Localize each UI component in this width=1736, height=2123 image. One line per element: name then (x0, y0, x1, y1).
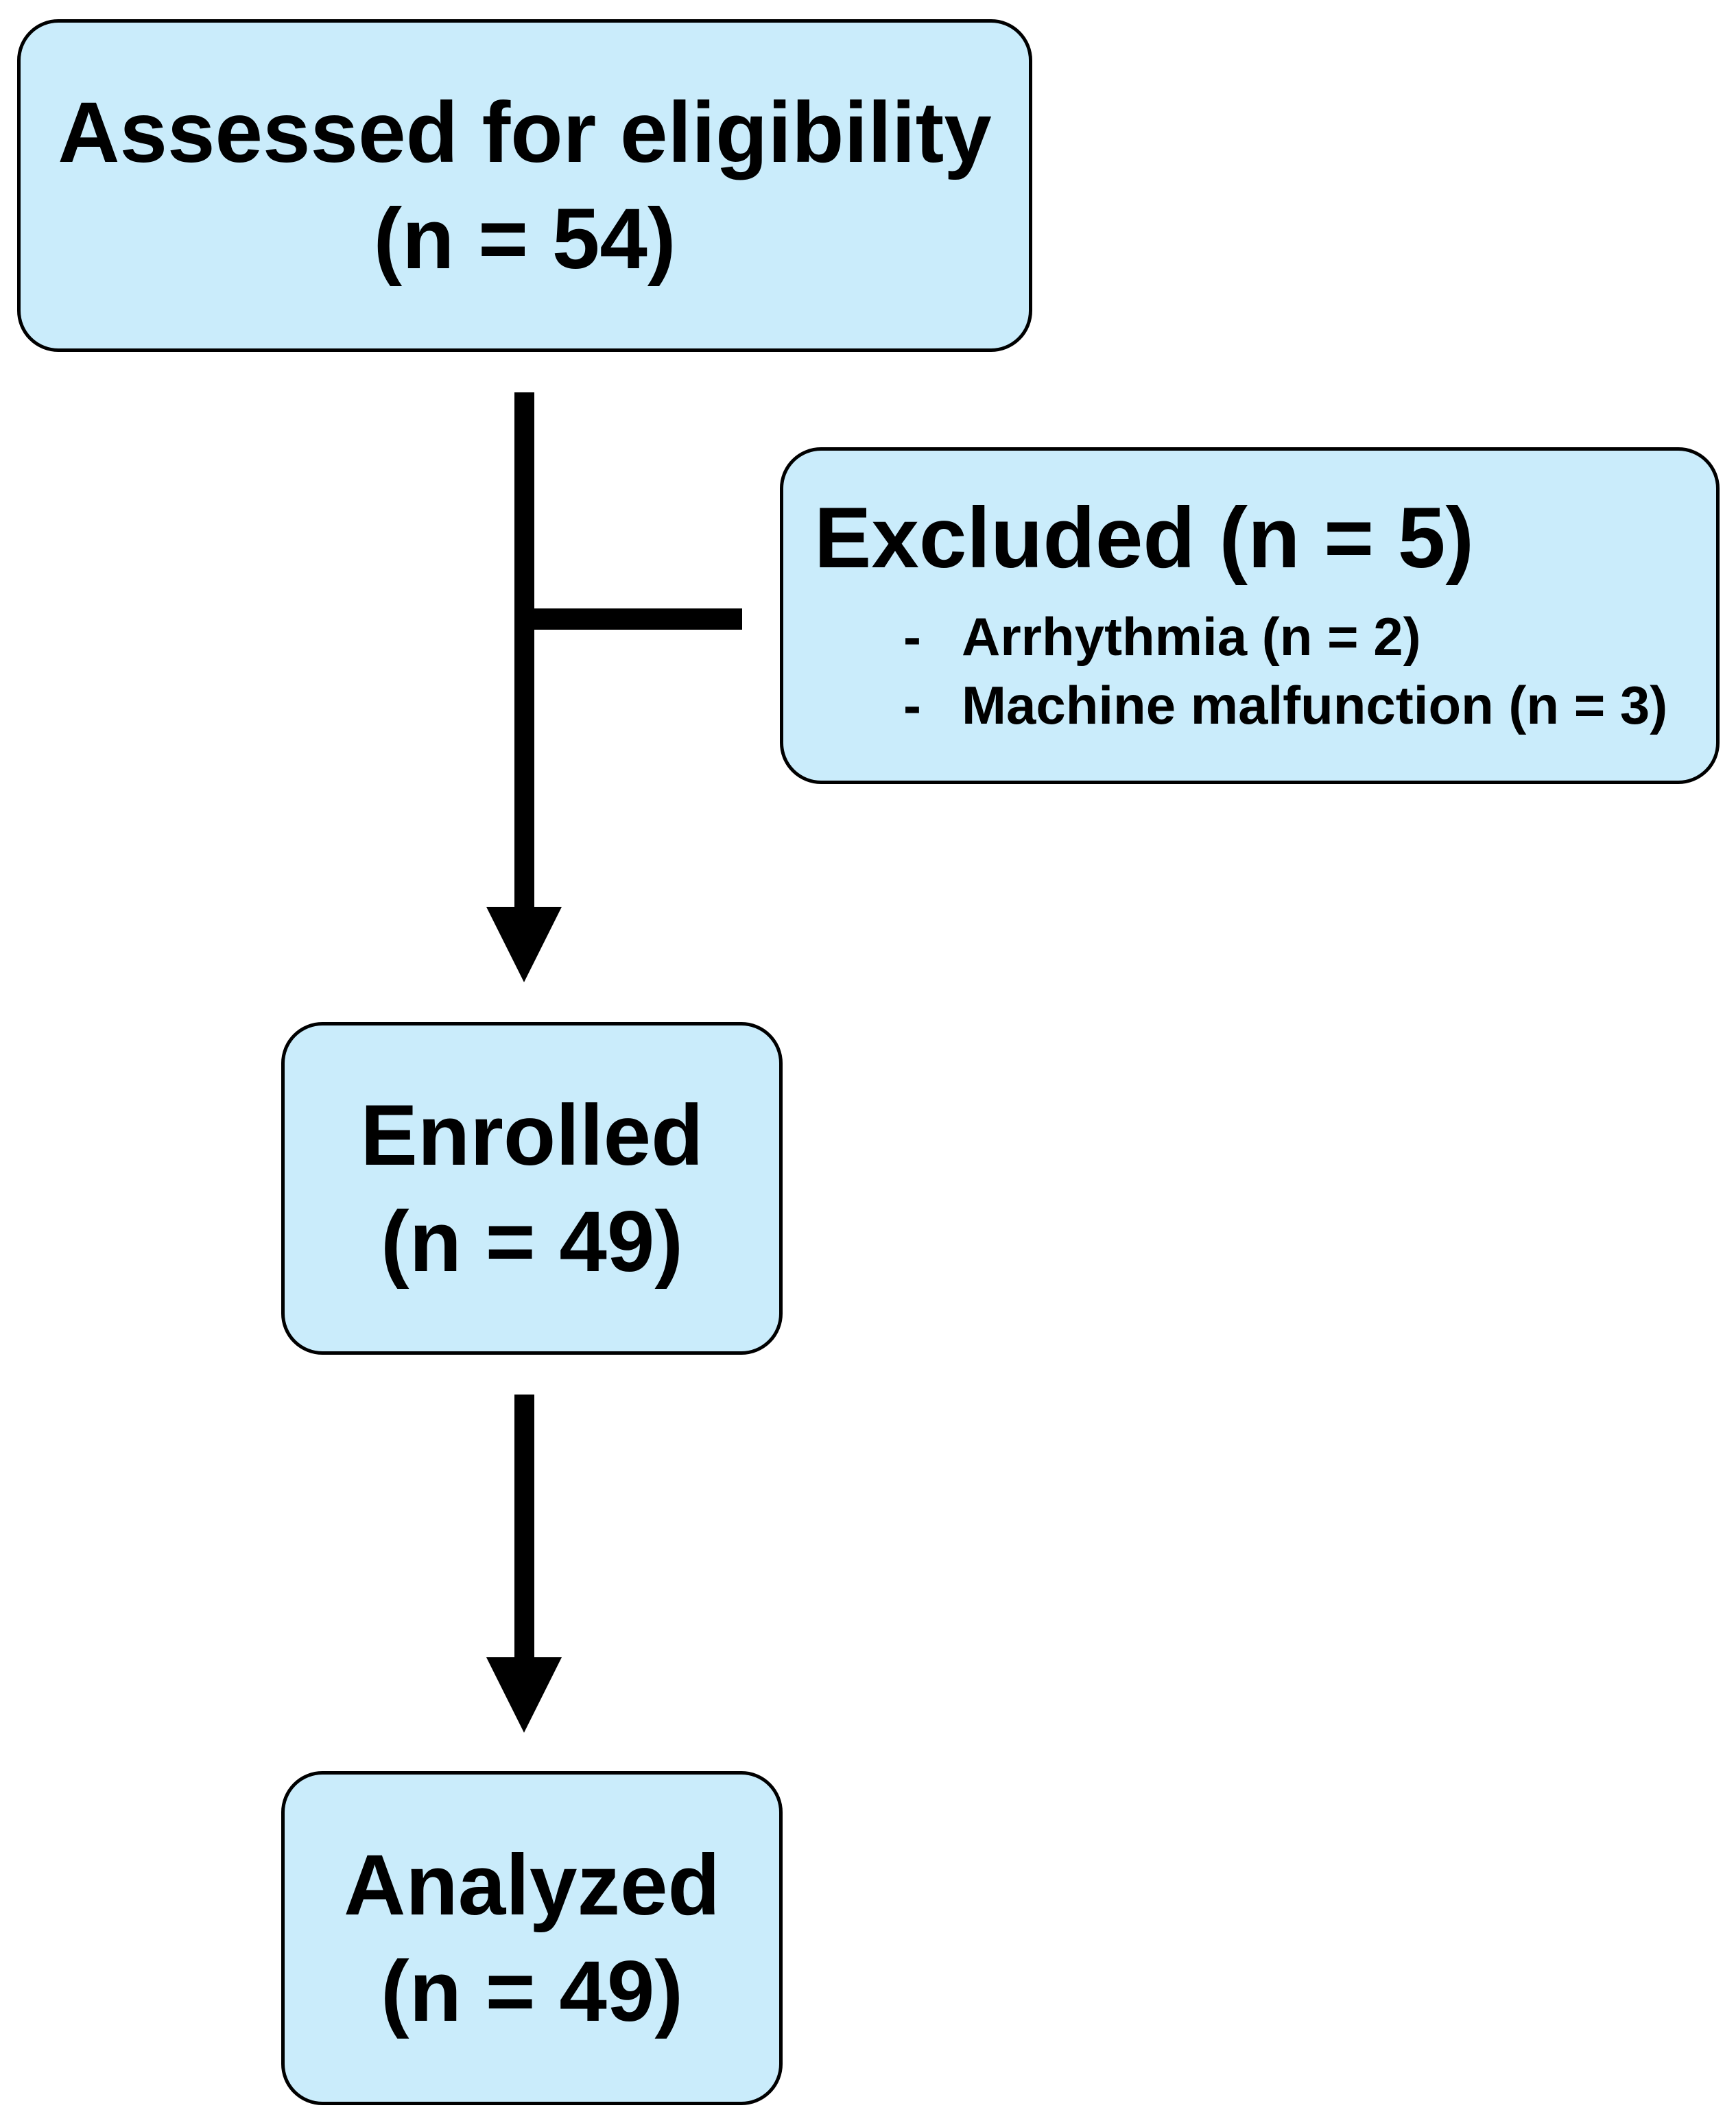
assessed-box: Assessed for eligibility (n = 54) (17, 19, 1032, 352)
enrolled-box: Enrolled (n = 49) (281, 1022, 783, 1355)
bullet-dash: - (903, 606, 921, 667)
assessed-title: Assessed for eligibility (58, 84, 992, 180)
arrowhead-down-icon (486, 907, 562, 982)
flow-arrow-assessed-enrolled-shaft (514, 392, 534, 908)
assessed-count: (n = 54) (373, 191, 676, 287)
analyzed-title: Analyzed (344, 1837, 720, 1933)
analyzed-box: Analyzed (n = 49) (281, 1771, 783, 2105)
excluded-reason-label: Machine malfunction (n = 3) (962, 675, 1668, 735)
excluded-reason-list: - Arrhythmia (n = 2) - Machine malfuncti… (903, 602, 1667, 739)
list-item: - Machine malfunction (n = 3) (903, 671, 1667, 739)
analyzed-count: (n = 49) (380, 1943, 684, 2039)
excluded-box: Excluded (n = 5) - Arrhythmia (n = 2) - … (780, 447, 1720, 784)
bullet-dash: - (903, 675, 921, 735)
arrowhead-down-icon (486, 1657, 562, 1733)
enrolled-title: Enrolled (360, 1087, 704, 1183)
list-item: - Arrhythmia (n = 2) (903, 602, 1667, 671)
enrolled-count: (n = 49) (380, 1194, 684, 1290)
excluded-branch-line (523, 608, 742, 630)
excluded-title: Excluded (n = 5) (814, 490, 1475, 586)
flow-arrow-enrolled-analyzed-shaft (514, 1395, 534, 1659)
excluded-reason-label: Arrhythmia (n = 2) (962, 606, 1421, 667)
